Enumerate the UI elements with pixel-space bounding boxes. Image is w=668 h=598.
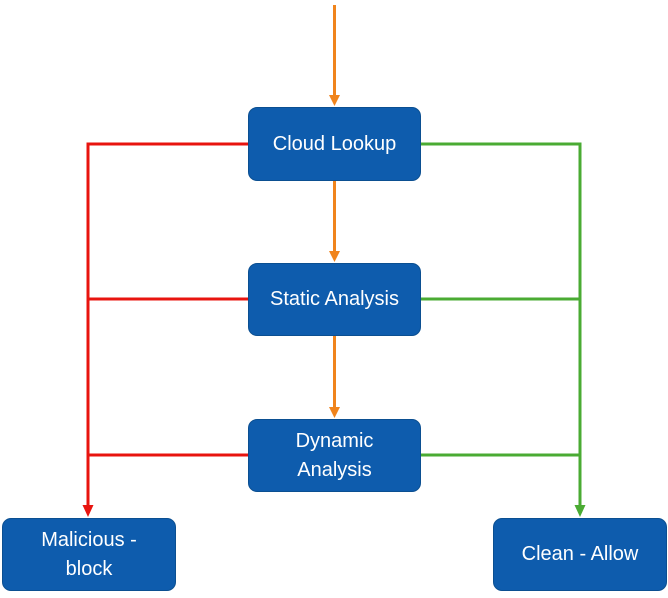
main-flow-arrows xyxy=(329,5,340,418)
malicious-block-node: Malicious - block xyxy=(2,518,176,591)
dynamic-analysis-label: Dynamic Analysis xyxy=(295,429,374,481)
arrowhead-cloud-to-static xyxy=(329,251,340,262)
clean-arrows xyxy=(421,142,586,517)
arrow-cloud-to-malicious xyxy=(86,142,248,506)
arrowhead-input-to-cloud xyxy=(329,95,340,106)
malicious-arrows xyxy=(82,142,248,517)
cloud-lookup-label: Cloud Lookup xyxy=(272,132,397,155)
static-analysis-label: Static Analysis xyxy=(270,288,399,310)
clean-allow-label: Clean - Allow xyxy=(521,543,639,565)
dynamic-analysis-node: Dynamic Analysis xyxy=(248,419,421,492)
arrow-cloud-to-clean xyxy=(421,142,582,506)
clean-allow-node: Clean - Allow xyxy=(493,518,667,591)
arrowhead-malicious xyxy=(82,505,94,517)
arrowhead-clean xyxy=(574,505,586,517)
arrowhead-static-to-dynamic xyxy=(329,407,340,418)
malicious-block-label: Malicious - block xyxy=(41,528,137,580)
cloud-lookup-node: Cloud Lookup xyxy=(248,107,421,181)
static-analysis-node: Static Analysis xyxy=(248,263,421,336)
